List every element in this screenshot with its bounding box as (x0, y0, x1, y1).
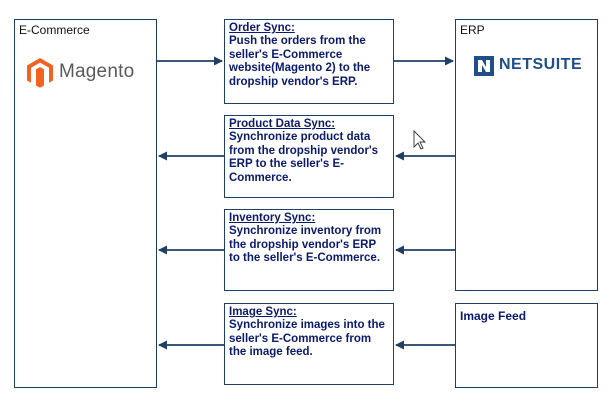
inventory-sync-title: Inventory Sync: (229, 212, 316, 224)
erp-panel: ERP NETSUITE (455, 19, 598, 291)
ecommerce-panel: E-Commerce Magento (14, 19, 157, 388)
image-sync-title: Image Sync: (229, 306, 297, 318)
ecommerce-label: E-Commerce (19, 23, 90, 37)
image-sync-desc: Synchronize images into the seller's E-C… (229, 319, 385, 358)
image-feed-label: Image Feed (460, 309, 527, 323)
product-data-sync-title: Product Data Sync: (229, 118, 336, 130)
image-feed-panel: Image Feed (455, 303, 598, 388)
order-sync-box: Order Sync: Push the orders from the sel… (224, 19, 394, 104)
magento-logo-icon (27, 58, 53, 88)
order-sync-desc: Push the orders from the seller's E-Comm… (229, 35, 371, 88)
inventory-sync-box: Inventory Sync: Synchronize inventory fr… (224, 209, 394, 291)
netsuite-logo-icon (474, 56, 494, 76)
image-sync-box: Image Sync: Synchronize images into the … (224, 303, 394, 385)
inventory-sync-desc: Synchronize inventory from the dropship … (229, 225, 382, 264)
product-data-sync-box: Product Data Sync: Synchronize product d… (224, 115, 394, 198)
netsuite-logo-text: NETSUITE (499, 56, 583, 73)
erp-label: ERP (460, 23, 485, 37)
magento-logo-text: Magento (59, 61, 135, 82)
mouse-cursor-icon (413, 129, 427, 150)
order-sync-title: Order Sync: (229, 22, 295, 34)
netsuite-logo: NETSUITE (474, 54, 594, 78)
magento-logo: Magento (27, 56, 152, 90)
product-data-sync-desc: Synchronize product data from the dropsh… (229, 131, 379, 184)
